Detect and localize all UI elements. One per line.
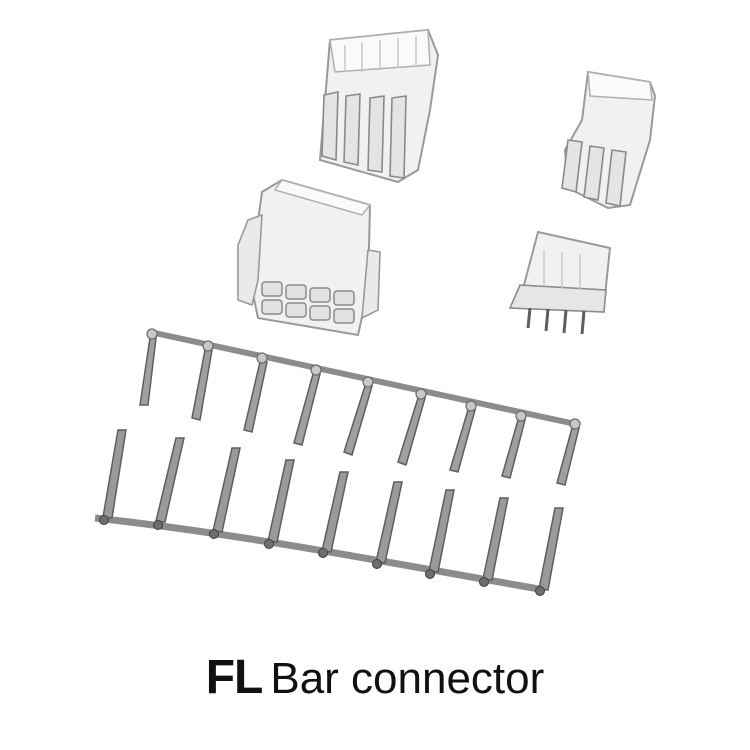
male-terminal-strip [94, 429, 564, 596]
caption-series: FL [205, 651, 264, 704]
female-terminal-strip [139, 328, 581, 486]
receptacle-housing-4pin-large [318, 28, 440, 184]
header-pcb-4pin [508, 230, 612, 335]
receptacle-housing-3pin-small [561, 70, 657, 210]
plug-housing-8pin [237, 178, 381, 337]
caption-description: Bar connector [270, 654, 545, 703]
